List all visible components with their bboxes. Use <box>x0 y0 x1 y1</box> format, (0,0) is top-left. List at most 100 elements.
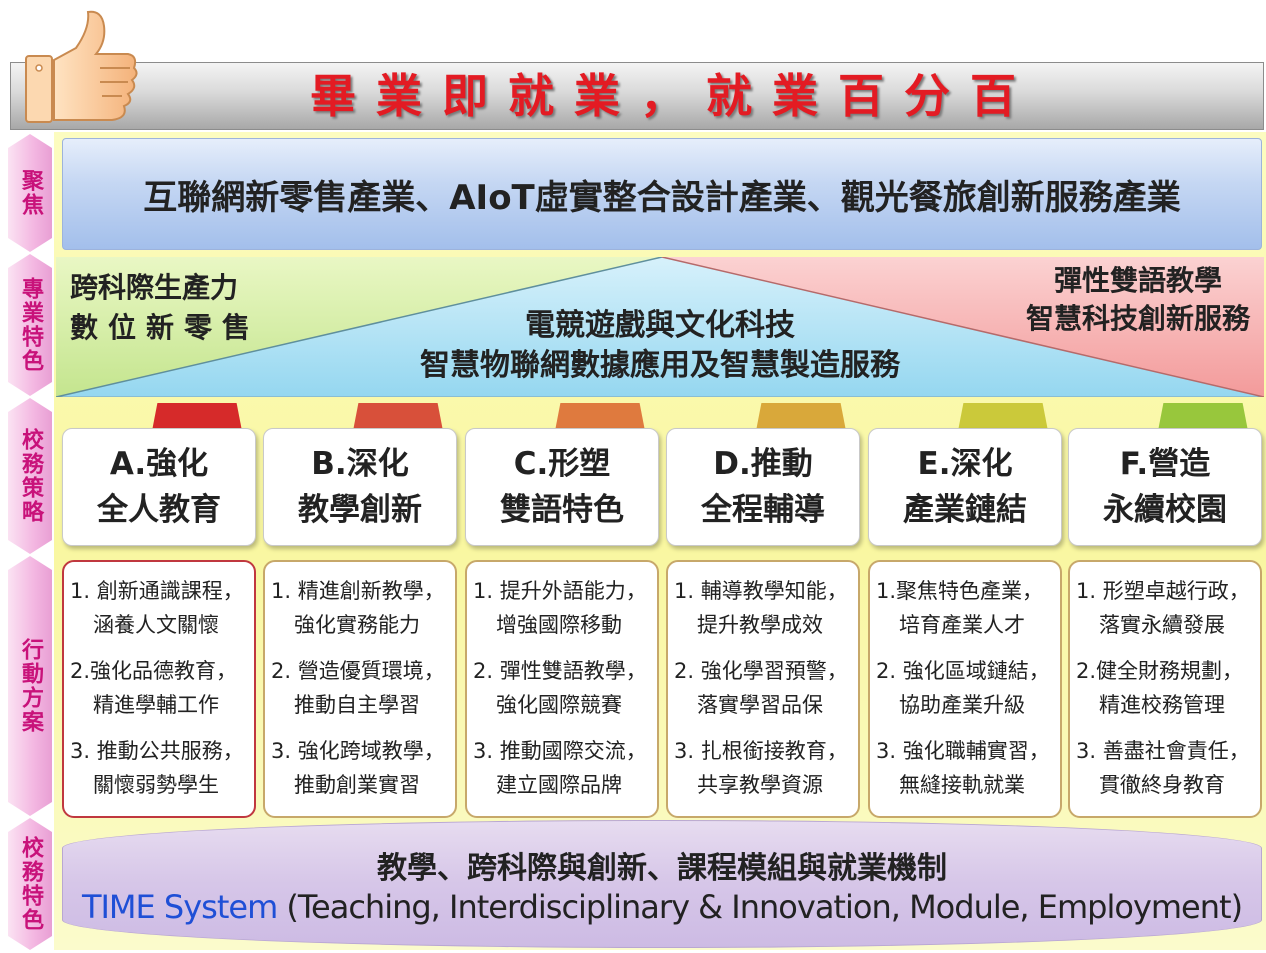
title-banner <box>10 62 1264 130</box>
action-item: 2.強化品德教育， 精進學輔工作 <box>70 654 250 722</box>
action-item-line2: 無縫接軌就業 <box>899 773 1025 797</box>
specialty-center: 電競遊戲與文化科技 智慧物聯網數據應用及智慧製造服務 <box>420 308 900 383</box>
time-system-expansion: (Teaching, Interdisciplinary & Innovatio… <box>277 888 1243 926</box>
action-item: 1. 提升外語能力， 增強國際移動 <box>473 574 653 642</box>
tag-specialty: 專業特色 <box>8 254 52 396</box>
strategy-name: 全程輔導 <box>701 492 825 528</box>
action-item: 1. 創新通識課程， 涵養人文關懷 <box>70 574 250 642</box>
action-item-line1: 1. 精進創新教學， <box>271 579 445 603</box>
features-title: 教學、跨科際與創新、課程模組與就業機制 <box>377 851 947 886</box>
action-item-line1: 1. 輔導教學知能， <box>674 579 848 603</box>
strategy-name: 教學創新 <box>298 492 422 528</box>
strategy-tab <box>152 403 242 431</box>
action-item-line2: 培育產業人才 <box>899 613 1025 637</box>
action-item-line2: 增強國際移動 <box>496 613 622 637</box>
strategy-tab <box>353 403 443 431</box>
specialty-left: 跨科際生產力 數位新零售 <box>70 271 261 344</box>
strategy-code: C.形塑 <box>513 446 611 482</box>
strategy-code: E.深化 <box>917 446 1013 482</box>
tag-action: 行動方案 <box>8 556 52 816</box>
action-item-line1: 2.健全財務規劃， <box>1076 659 1244 683</box>
action-item: 1. 形塑卓越行政， 落實永續發展 <box>1076 574 1256 642</box>
focus-box: 互聯網新零售產業、AIoT虛實整合設計產業、觀光餐旅創新服務產業 <box>62 138 1262 250</box>
action-item-line2: 關懷弱勢學生 <box>93 773 219 797</box>
action-item-line2: 協助產業升級 <box>899 693 1025 717</box>
strategy-code: F.營造 <box>1119 446 1211 482</box>
action-plan-box: 1. 形塑卓越行政， 落實永續發展 2.健全財務規劃， 精進校務管理 3. 善盡社會責任… <box>1068 560 1262 818</box>
features-oval <box>62 820 1262 948</box>
strategy-card: B.深化教學創新 <box>263 428 457 546</box>
tag-strategy: 校務策略 <box>8 398 52 554</box>
strategy-card: E.深化產業鏈結 <box>868 428 1062 546</box>
strategy-card: F.營造永續校園 <box>1068 428 1262 546</box>
strategy-name: 永續校園 <box>1103 492 1227 528</box>
strategy-code: D.推動 <box>713 446 813 482</box>
action-item-line2: 落實永續發展 <box>1099 613 1225 637</box>
action-plan-box: 1. 提升外語能力， 增強國際移動 2. 彈性雙語教學， 強化國際競賽 3. 推動國際交… <box>465 560 659 818</box>
action-item-line1: 2.強化品德教育， <box>70 659 238 683</box>
action-item-line2: 強化實務能力 <box>294 613 420 637</box>
strategy-name: 產業鏈結 <box>903 492 1027 528</box>
action-item-line1: 3. 扎根銜接教育， <box>674 739 848 763</box>
action-item-line1: 3. 推動公共服務， <box>70 739 244 763</box>
action-item-line2: 涵養人文關懷 <box>93 613 219 637</box>
strategy-tab <box>958 403 1048 431</box>
action-item-line2: 共享教學資源 <box>697 773 823 797</box>
action-item-line1: 3. 善盡社會責任， <box>1076 739 1250 763</box>
action-item: 3. 推動國際交流， 建立國際品牌 <box>473 734 653 802</box>
action-plan-box: 1. 輔導教學知能， 提升教學成效 2. 強化學習預警， 落實學習品保 3. 扎根銜接教… <box>666 560 860 818</box>
action-item-line1: 2. 強化學習預警， <box>674 659 848 683</box>
action-item-line1: 1. 形塑卓越行政， <box>1076 579 1250 603</box>
action-item: 3. 推動公共服務， 關懷弱勢學生 <box>70 734 250 802</box>
strategy-card: D.推動全程輔導 <box>666 428 860 546</box>
action-item-line1: 2. 營造優質環境， <box>271 659 445 683</box>
strategy-tab <box>555 403 645 431</box>
action-item: 3. 強化跨域教學， 推動創業實習 <box>271 734 451 802</box>
action-item-line2: 精進校務管理 <box>1099 693 1225 717</box>
action-item-line2: 落實學習品保 <box>697 693 823 717</box>
action-item: 2. 營造優質環境， 推動自主學習 <box>271 654 451 722</box>
strategy-name: 雙語特色 <box>500 492 624 528</box>
strategy-tab <box>1158 403 1248 431</box>
tag-features: 校務特色 <box>8 818 52 950</box>
action-item-line2: 建立國際品牌 <box>496 773 622 797</box>
tag-focus: 聚焦 <box>8 134 52 252</box>
action-item: 3. 扎根銜接教育， 共享教學資源 <box>674 734 854 802</box>
action-item: 1. 精進創新教學， 強化實務能力 <box>271 574 451 642</box>
action-item-line1: 3. 推動國際交流， <box>473 739 647 763</box>
strategy-card: A.強化全人教育 <box>62 428 256 546</box>
features-system: TIME System (Teaching, Interdisciplinary… <box>62 888 1262 926</box>
action-item-line1: 2. 彈性雙語教學， <box>473 659 647 683</box>
action-item-line2: 提升教學成效 <box>697 613 823 637</box>
action-item-line2: 精進學輔工作 <box>93 693 219 717</box>
action-plan-box: 1. 創新通識課程， 涵養人文關懷 2.強化品德教育， 精進學輔工作 3. 推動公共服務… <box>62 560 256 818</box>
action-item: 2.健全財務規劃， 精進校務管理 <box>1076 654 1256 722</box>
action-item-line2: 推動自主學習 <box>294 693 420 717</box>
strategy-card: C.形塑雙語特色 <box>465 428 659 546</box>
action-item: 1. 輔導教學知能， 提升教學成效 <box>674 574 854 642</box>
action-plan-box: 1. 精進創新教學， 強化實務能力 2. 營造優質環境， 推動自主學習 3. 強化跨域教… <box>263 560 457 818</box>
action-item: 2. 強化區域鏈結， 協助產業升級 <box>876 654 1056 722</box>
time-system-label: TIME System <box>81 888 278 926</box>
action-plan-box: 1.聚焦特色產業， 培育產業人才 2. 強化區域鏈結， 協助產業升級 3. 強化職輔實習… <box>868 560 1062 818</box>
action-item: 1.聚焦特色產業， 培育產業人才 <box>876 574 1056 642</box>
action-item: 3. 善盡社會責任， 貫徹終身教育 <box>1076 734 1256 802</box>
action-item-line1: 1. 創新通識課程， <box>70 579 244 603</box>
action-item-line2: 推動創業實習 <box>294 773 420 797</box>
strategy-code: B.深化 <box>311 446 409 482</box>
action-item-line2: 貫徹終身教育 <box>1099 773 1225 797</box>
action-item-line1: 1. 提升外語能力， <box>473 579 647 603</box>
specialty-triangle <box>56 257 1264 397</box>
strategy-code: A.強化 <box>109 446 209 482</box>
action-item-line1: 1.聚焦特色產業， <box>876 579 1044 603</box>
action-item-line1: 2. 強化區域鏈結， <box>876 659 1050 683</box>
strategy-tab <box>756 403 846 431</box>
page-title: 畢業即就業，就業百分百 <box>310 69 1036 123</box>
action-item-line1: 3. 強化跨域教學， <box>271 739 445 763</box>
action-item: 3. 強化職輔實習， 無縫接軌就業 <box>876 734 1056 802</box>
action-item-line1: 3. 強化職輔實習， <box>876 739 1050 763</box>
action-item: 2. 彈性雙語教學， 強化國際競賽 <box>473 654 653 722</box>
action-item-line2: 強化國際競賽 <box>496 693 622 717</box>
strategy-name: 全人教育 <box>97 492 221 528</box>
thumbs-up-icon <box>25 10 138 123</box>
